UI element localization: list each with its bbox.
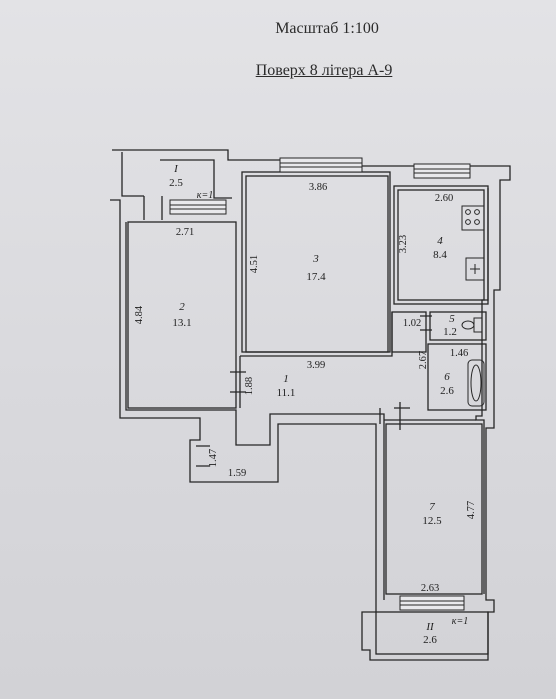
balcony-top-number: I	[173, 163, 179, 175]
room-5-number: 5	[449, 313, 455, 325]
dim-2-63: 2.63	[421, 583, 439, 594]
balcony-bottom-area: 2.6	[423, 634, 437, 646]
dim-3-99: 3.99	[307, 360, 325, 371]
dim-2-71: 2.71	[176, 227, 194, 238]
door-tick-balcony	[143, 196, 163, 220]
dim-4-77: 4.77	[466, 501, 477, 519]
inner-wall-right	[475, 188, 489, 594]
room-3-area: 17.4	[306, 271, 326, 283]
room-7-area: 12.5	[422, 515, 442, 527]
room-1-area: 11.1	[277, 387, 296, 399]
dim-1-02: 1.02	[403, 318, 421, 329]
dim-2-67: 2.67	[418, 351, 429, 369]
inner-wall-left	[125, 222, 385, 600]
room-4-outline	[393, 185, 489, 305]
room-5-area: 1.2	[443, 326, 457, 338]
sink-icon	[465, 257, 485, 281]
room-6-area: 2.6	[440, 385, 454, 397]
dim-4-84: 4.84	[134, 305, 145, 324]
balcony-bottom-outline	[375, 611, 489, 655]
door-tick-room7	[394, 402, 410, 430]
window-room7	[399, 595, 465, 611]
window-room4	[413, 163, 471, 179]
room-6-outline	[427, 343, 487, 411]
floor-title-text: Поверх 8 літера А-9	[255, 62, 393, 79]
toilet-icon	[461, 317, 483, 333]
dim-1-46: 1.46	[450, 348, 468, 359]
dim-3-86: 3.86	[309, 182, 327, 193]
dim-1-59: 1.59	[228, 468, 246, 479]
room-4-inner	[397, 189, 485, 301]
scale-label: Масштаб 1:100	[275, 20, 379, 37]
balcony-bottom-coeff: к=1	[452, 616, 468, 627]
room-3-inner	[245, 175, 389, 353]
room-4-area: 8.4	[433, 249, 447, 261]
room-4-number: 4	[437, 235, 443, 247]
room-2-number: 2	[179, 301, 185, 313]
room-1-number: 1	[283, 373, 289, 385]
corridor-wall	[239, 312, 476, 424]
floor-title: Поверх 8 літера А-9	[0, 62, 556, 80]
dim-1-47: 1.47	[208, 449, 219, 467]
outer-wall	[110, 149, 511, 661]
window-room2	[169, 199, 227, 215]
stove-icon	[461, 205, 485, 231]
room-6-number: 6	[444, 371, 450, 383]
dim-4-51: 4.51	[249, 255, 260, 273]
room-7-number: 7	[429, 501, 435, 513]
dim-1-88: 1.88	[244, 377, 255, 395]
room-3-number: 3	[312, 253, 319, 265]
balcony-bottom-number: II	[425, 621, 435, 633]
window-room3	[279, 157, 363, 173]
room-7-outline	[385, 423, 483, 595]
dim-3-23: 3.23	[398, 235, 409, 253]
room-5-outline	[429, 311, 487, 341]
door-tick-room5	[420, 315, 432, 331]
room-2-area: 13.1	[172, 317, 191, 329]
door-tick-room2	[230, 371, 246, 393]
room-2-outline	[127, 221, 237, 409]
bathtub-icon	[467, 359, 485, 407]
balcony-top-coeff: к=1	[197, 190, 213, 201]
dim-2-60: 2.60	[435, 193, 453, 204]
balcony-top-outline	[121, 152, 232, 199]
balcony-top-area: 2.5	[169, 177, 183, 189]
door-tick-entrance	[196, 445, 210, 467]
